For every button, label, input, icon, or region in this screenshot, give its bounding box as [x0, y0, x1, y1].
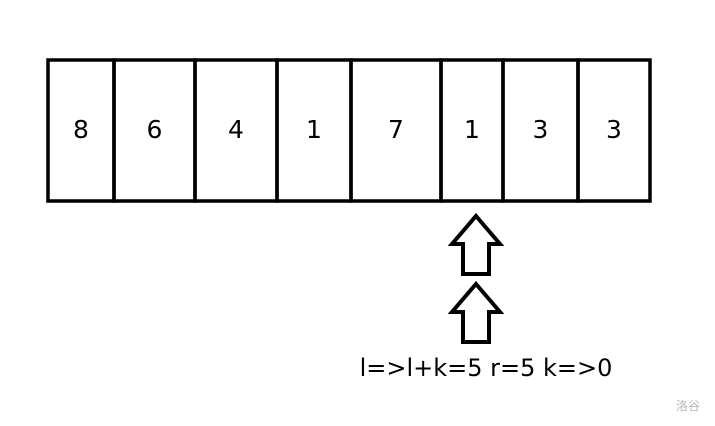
- array-cell: 1: [439, 58, 505, 203]
- array-cell-value: 7: [388, 115, 404, 144]
- array-cell: 8: [46, 58, 116, 203]
- array-cell: 3: [576, 58, 652, 203]
- up-arrow-icon: [447, 280, 505, 344]
- watermark-logo: 洛谷: [676, 398, 700, 413]
- array-cell-value: 6: [147, 115, 163, 144]
- array-cell-value: 8: [73, 115, 89, 144]
- array-cell: 6: [112, 58, 197, 203]
- pointer-arrows: [447, 212, 505, 344]
- array-cell: 3: [501, 58, 580, 203]
- up-arrow-icon: [447, 212, 505, 276]
- array-cell: 7: [349, 58, 443, 203]
- array-cell: 4: [193, 58, 279, 203]
- array-cell: 1: [275, 58, 353, 203]
- array-cell-value: 1: [464, 115, 480, 144]
- array-cell-value: 4: [228, 115, 244, 144]
- array-cell-box: [576, 58, 652, 203]
- pointer-caption: l=>l+k=5 r=5 k=>0: [360, 354, 613, 382]
- array-cell-value: 3: [606, 115, 622, 144]
- array-cell-value: 3: [533, 115, 549, 144]
- array-cell-value: 1: [306, 115, 322, 144]
